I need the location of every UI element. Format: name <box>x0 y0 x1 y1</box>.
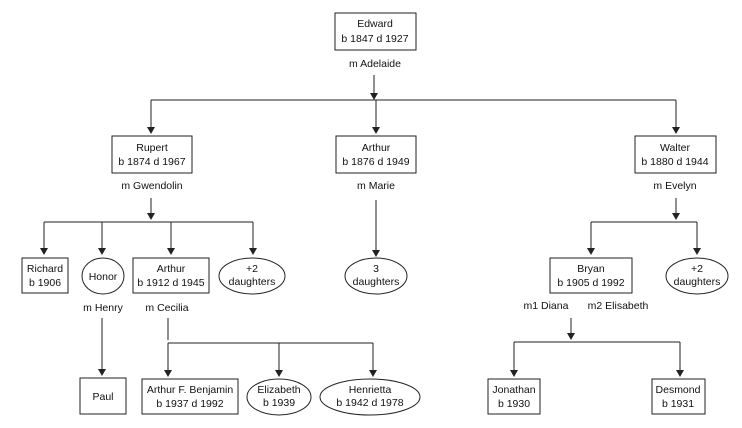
group-label: daughters <box>353 276 400 288</box>
person-node-arthur-f-benjamin: Arthur F. Benjamin b 1937 d 1992 <box>141 378 239 415</box>
person-dates: b 1874 d 1967 <box>118 156 185 168</box>
person-name: Bryan <box>577 263 605 275</box>
person-name: Rupert <box>136 142 168 154</box>
person-node-arthur-jr: Arthur b 1912 d 1945 <box>132 257 210 294</box>
spouse-label-bryan-1: m1 Diana <box>524 300 569 312</box>
person-name: Henrietta <box>349 384 392 396</box>
connector-lines <box>40 75 701 377</box>
person-name: Arthur F. Benjamin <box>147 384 234 396</box>
spouse-label-arthur-sr: m Marie <box>357 180 395 192</box>
person-name: Richard <box>27 263 63 275</box>
spouse-label-rupert: m Gwendolin <box>121 180 182 192</box>
person-dates: b 1912 d 1945 <box>137 277 204 289</box>
person-name: Honor <box>89 271 118 283</box>
person-node-walter: Walter b 1880 d 1944 <box>634 135 717 174</box>
person-dates: b 1906 <box>29 277 61 289</box>
group-node-rupert-daughters: +2 daughters <box>218 257 286 295</box>
person-name: Desmond <box>656 384 701 396</box>
person-name: Jonathan <box>492 384 535 396</box>
person-node-honor: Honor <box>81 257 125 295</box>
person-name: Walter <box>660 142 690 154</box>
person-node-richard: Richard b 1906 <box>21 257 69 294</box>
person-dates: b 1876 d 1949 <box>342 156 409 168</box>
group-count: +2 <box>246 263 258 275</box>
person-node-desmond: Desmond b 1931 <box>651 378 706 415</box>
person-name: Elizabeth <box>257 384 300 396</box>
person-node-jonathan: Jonathan b 1930 <box>487 378 541 415</box>
person-dates: b 1931 <box>662 398 694 410</box>
spouse-label-arthur-jr: m Cecilia <box>145 302 188 314</box>
spouse-label-honor: m Henry <box>83 302 123 314</box>
group-node-walter-daughters: +2 daughters <box>665 257 729 295</box>
group-count: +2 <box>691 263 703 275</box>
person-dates: b 1937 d 1992 <box>156 398 223 410</box>
person-name: Paul <box>92 391 113 403</box>
person-dates: b 1930 <box>498 398 530 410</box>
person-dates: b 1942 d 1978 <box>336 397 403 409</box>
spouse-label-walter: m Evelyn <box>653 180 696 192</box>
person-dates: b 1880 d 1944 <box>641 156 708 168</box>
person-node-rupert: Rupert b 1874 d 1967 <box>111 135 193 174</box>
person-name: Arthur <box>362 142 391 154</box>
person-node-elizabeth: Elizabeth b 1939 <box>246 378 312 416</box>
spouse-label-bryan-2: m2 Elisabeth <box>588 300 649 312</box>
group-count: 3 <box>373 263 379 275</box>
person-node-edward: Edward b 1847 d 1927 <box>334 12 417 51</box>
spouse-label-edward: m Adelaide <box>349 58 401 70</box>
person-dates: b 1905 d 1992 <box>557 277 624 289</box>
person-node-henrietta: Henrietta b 1942 d 1978 <box>319 378 421 416</box>
person-dates: b 1939 <box>263 397 295 409</box>
person-node-bryan: Bryan b 1905 d 1992 <box>549 257 633 294</box>
group-node-arthur-sr-daughters: 3 daughters <box>344 257 408 295</box>
person-name: Arthur <box>157 263 186 275</box>
person-dates: b 1847 d 1927 <box>341 33 408 45</box>
group-label: daughters <box>674 276 721 288</box>
group-label: daughters <box>229 276 276 288</box>
person-name: Edward <box>357 18 393 30</box>
person-node-paul: Paul <box>79 377 127 415</box>
person-node-arthur-sr: Arthur b 1876 d 1949 <box>335 135 417 174</box>
